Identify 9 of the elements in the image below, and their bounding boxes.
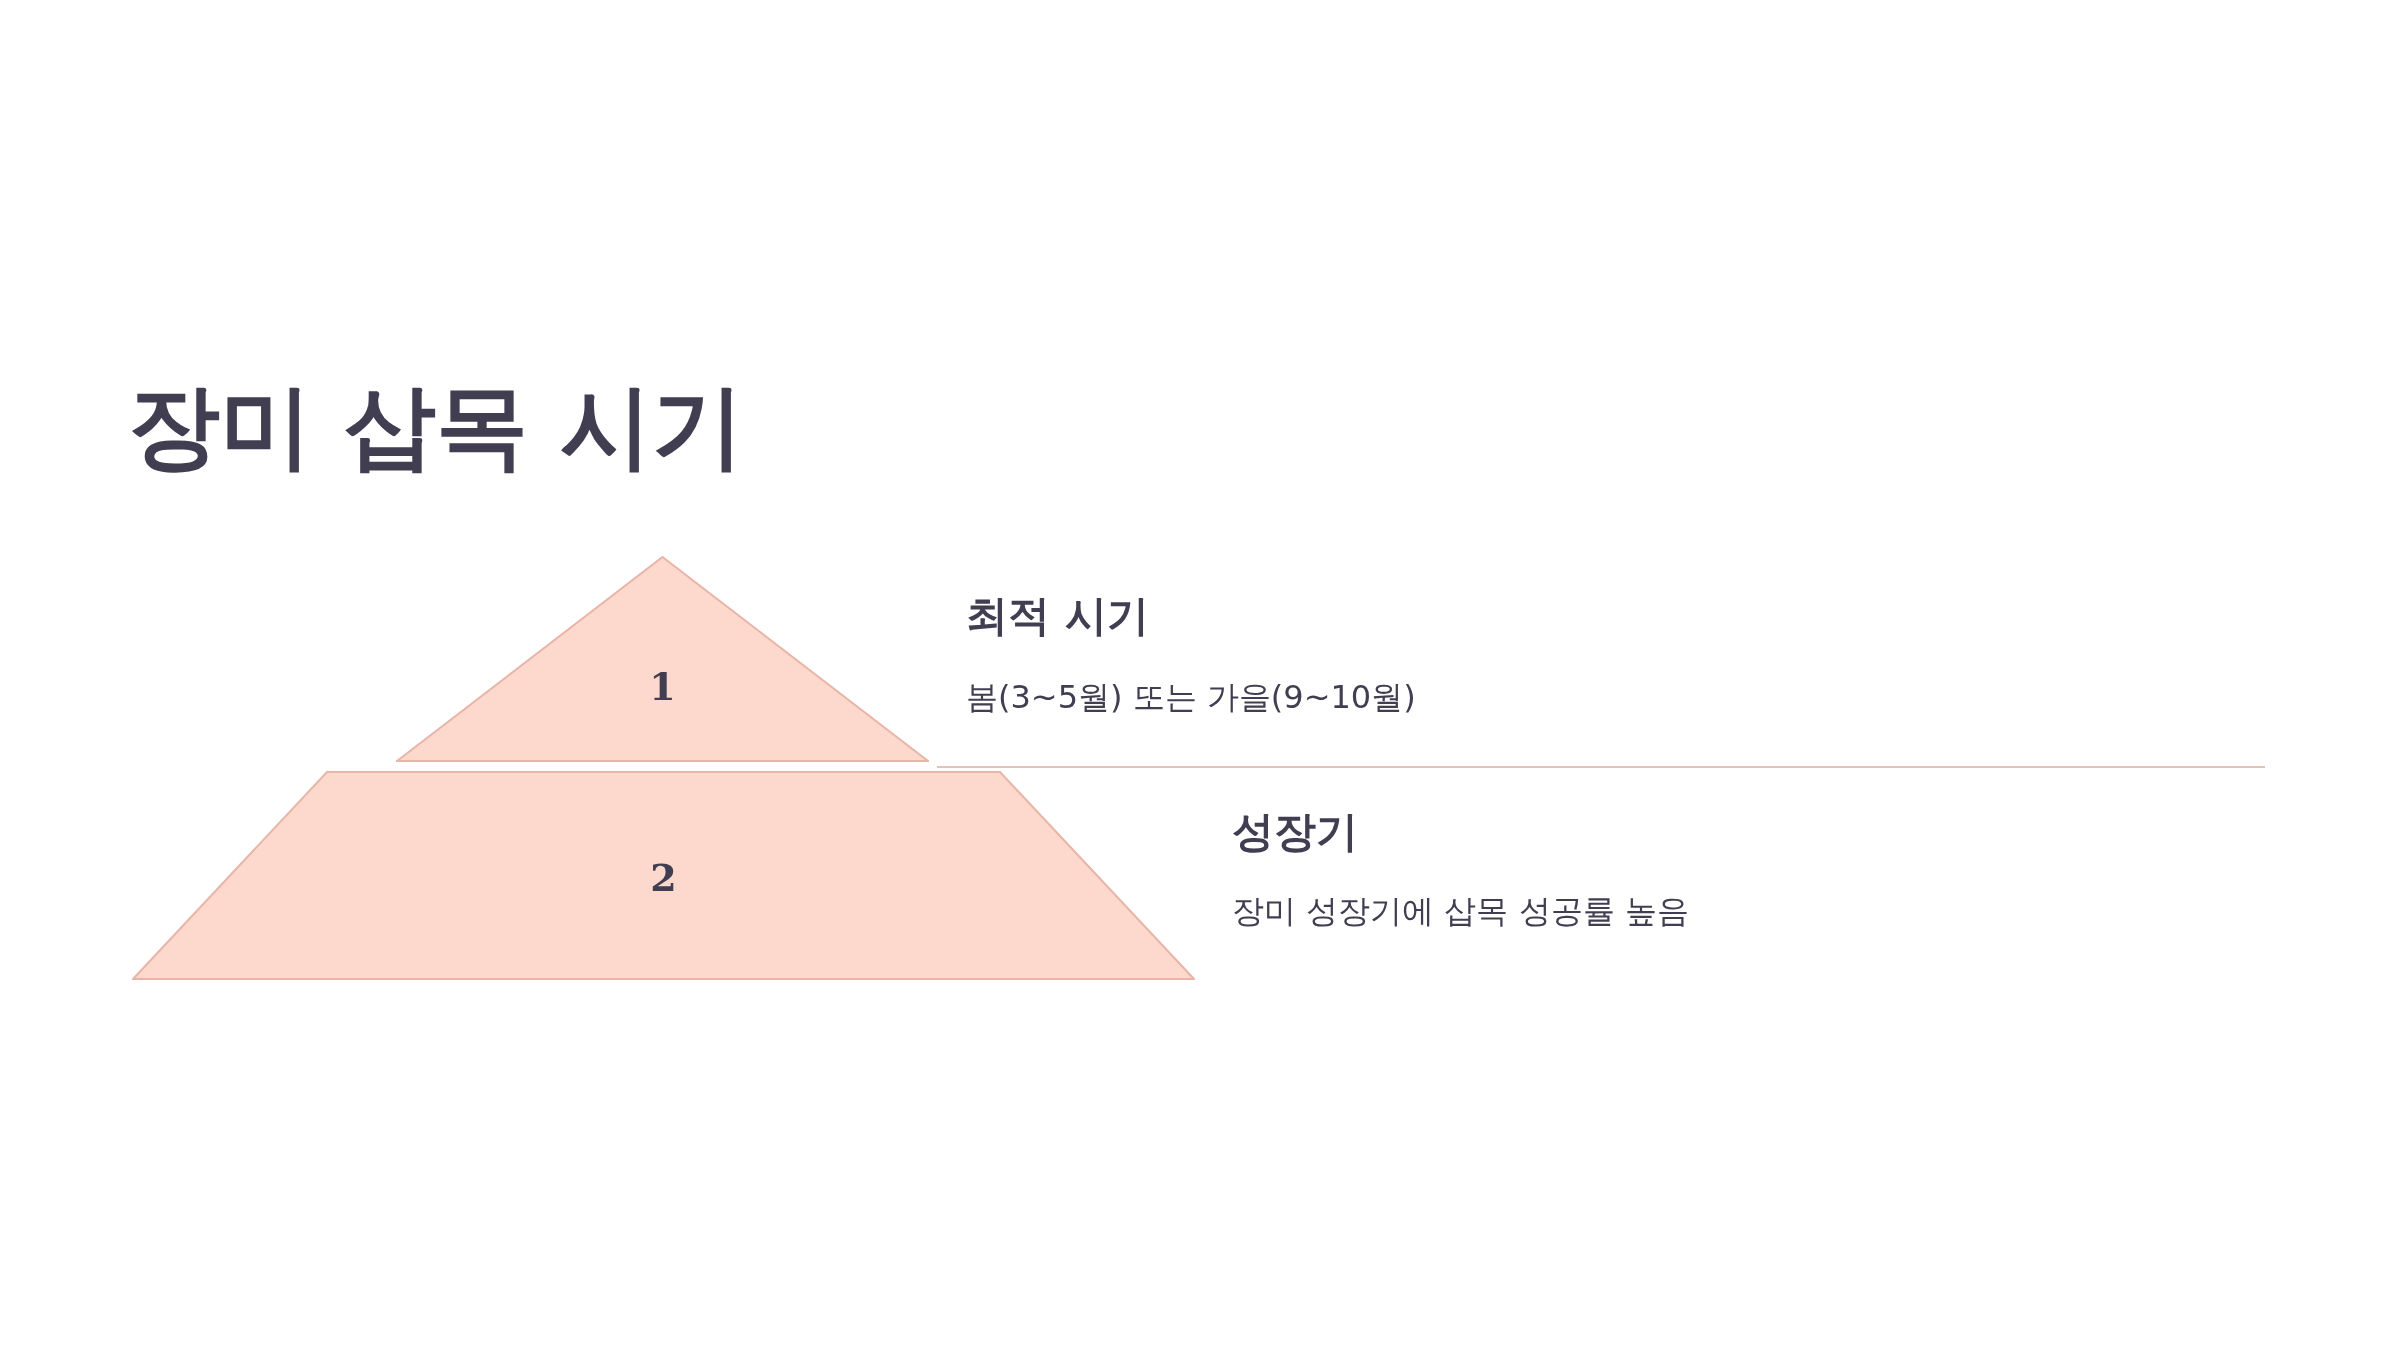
pyramid-base-trapezoid (132, 771, 1195, 980)
pyramid-top-triangle (396, 556, 929, 762)
title: 장미 삽목 시기 (128, 372, 745, 482)
tier-description: 장미 성장기에 삽목 성공률 높음 (1232, 891, 1689, 932)
tier-number: 1 (649, 663, 676, 709)
tier-description: 봄(3~5월) 또는 가을(9~10월) (966, 677, 1416, 718)
tier-heading: 최적 시기 (966, 590, 1149, 642)
tier-number: 2 (650, 854, 677, 900)
tier-heading: 성장기 (1232, 806, 1358, 858)
